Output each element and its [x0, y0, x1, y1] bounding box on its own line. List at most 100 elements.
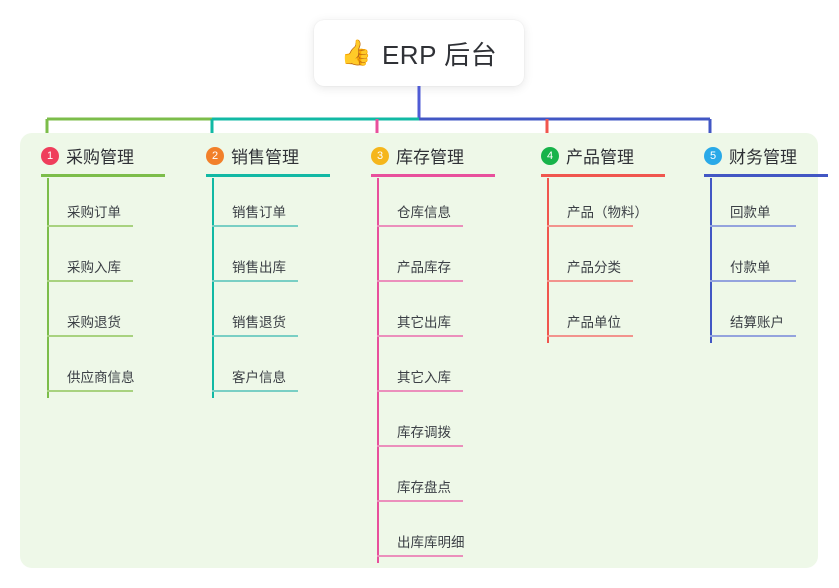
module-column-1: 1 采购管理采购订单采购入库采购退货供应商信息: [20, 133, 185, 398]
module-item[interactable]: 库存盘点: [350, 453, 515, 508]
module-header-2[interactable]: 2 销售管理: [185, 133, 350, 178]
module-title: 产品管理: [566, 148, 634, 167]
module-item-label: 销售退货: [232, 315, 286, 330]
module-item-underline: [212, 390, 298, 392]
module-item[interactable]: 采购订单: [20, 178, 185, 233]
module-spine: [47, 178, 49, 398]
module-item[interactable]: 其它出库: [350, 288, 515, 343]
module-item[interactable]: 采购入库: [20, 233, 185, 288]
module-item[interactable]: 结算账户: [683, 288, 839, 343]
module-item-underline: [377, 280, 463, 282]
module-item-label: 供应商信息: [67, 370, 135, 385]
module-item-underline: [710, 335, 796, 337]
module-item-underline: [377, 445, 463, 447]
module-item-underline: [47, 225, 133, 227]
module-item-underline: [212, 335, 298, 337]
module-items: 仓库信息产品库存其它出库其它入库库存调拨库存盘点出库库明细: [350, 178, 515, 563]
module-item-label: 采购退货: [67, 315, 121, 330]
module-item-underline: [547, 280, 633, 282]
module-items: 采购订单采购入库采购退货供应商信息: [20, 178, 185, 398]
module-column-5: 5 财务管理回款单付款单结算账户: [683, 133, 839, 343]
module-item-label: 仓库信息: [397, 205, 451, 220]
module-item-underline: [377, 555, 463, 557]
module-item-label: 库存盘点: [397, 480, 451, 495]
module-underline: [206, 174, 330, 177]
module-item[interactable]: 销售出库: [185, 233, 350, 288]
module-item-underline: [212, 225, 298, 227]
module-item[interactable]: 供应商信息: [20, 343, 185, 398]
module-items: 产品（物料） 产品分类产品单位: [520, 178, 685, 343]
module-item[interactable]: 其它入库: [350, 343, 515, 398]
module-item-label: 付款单: [730, 260, 771, 275]
module-header-3[interactable]: 3 库存管理: [350, 133, 515, 178]
module-item-underline: [47, 335, 133, 337]
module-item-underline: [377, 390, 463, 392]
module-item[interactable]: 产品（物料）: [520, 178, 685, 233]
module-title: 库存管理: [396, 148, 464, 167]
module-item-label: 产品（物料）: [567, 205, 648, 220]
module-item-label: 产品单位: [567, 315, 621, 330]
module-item[interactable]: 出库库明细: [350, 508, 515, 563]
module-item[interactable]: 采购退货: [20, 288, 185, 343]
module-item-label: 其它入库: [397, 370, 451, 385]
root-node-title: ERP 后台: [381, 39, 498, 70]
module-number-badge: 4: [541, 146, 559, 165]
module-item[interactable]: 付款单: [683, 233, 839, 288]
module-item-underline: [710, 280, 796, 282]
module-header-1[interactable]: 1 采购管理: [20, 133, 185, 178]
module-underline: [541, 174, 665, 177]
module-spine: [212, 178, 214, 398]
module-column-3: 3 库存管理仓库信息产品库存其它出库其它入库库存调拨库存盘点出库库明细: [350, 133, 515, 563]
module-spine: [377, 178, 379, 563]
module-items: 回款单付款单结算账户: [683, 178, 839, 343]
module-item[interactable]: 销售退货: [185, 288, 350, 343]
module-number-badge: 5: [704, 146, 722, 165]
module-item-label: 采购入库: [67, 260, 121, 275]
module-header-4[interactable]: 4 产品管理: [520, 133, 685, 178]
root-node-erp-backend[interactable]: 👍 ERP 后台: [314, 20, 524, 86]
module-item-underline: [47, 280, 133, 282]
module-item[interactable]: 回款单: [683, 178, 839, 233]
module-number-badge: 2: [206, 146, 224, 165]
module-item-label: 结算账户: [730, 315, 784, 330]
module-item-underline: [710, 225, 796, 227]
module-item[interactable]: 仓库信息: [350, 178, 515, 233]
module-item-label: 采购订单: [67, 205, 121, 220]
module-title: 销售管理: [231, 148, 299, 167]
module-item-underline: [547, 225, 633, 227]
module-item[interactable]: 库存调拨: [350, 398, 515, 453]
module-item-label: 库存调拨: [397, 425, 451, 440]
module-item-underline: [47, 390, 133, 392]
module-item-underline: [377, 335, 463, 337]
module-item-underline: [377, 500, 463, 502]
module-underline: [41, 174, 165, 177]
module-title: 采购管理: [66, 148, 134, 167]
module-header-5[interactable]: 5 财务管理: [683, 133, 839, 178]
module-items: 销售订单销售出库销售退货客户信息: [185, 178, 350, 398]
module-item-label: 其它出库: [397, 315, 451, 330]
modules-panel: [20, 133, 818, 568]
module-item[interactable]: 产品库存: [350, 233, 515, 288]
module-spine: [710, 178, 712, 343]
module-item[interactable]: 产品单位: [520, 288, 685, 343]
module-number-badge: 3: [371, 146, 389, 165]
module-number-badge: 1: [41, 146, 59, 165]
module-item[interactable]: 销售订单: [185, 178, 350, 233]
module-item[interactable]: 产品分类: [520, 233, 685, 288]
module-item-underline: [377, 225, 463, 227]
module-item-label: 产品库存: [397, 260, 451, 275]
module-columns: 1 采购管理采购订单采购入库采购退货供应商信息 2 销售管理销售订单销售出库销售退货客…: [20, 133, 828, 568]
module-column-4: 4 产品管理产品（物料） 产品分类产品单位: [520, 133, 685, 343]
module-underline: [371, 174, 495, 177]
module-item-label: 产品分类: [567, 260, 621, 275]
module-item-label: 销售出库: [232, 260, 286, 275]
module-title: 财务管理: [729, 148, 797, 167]
module-spine: [547, 178, 549, 343]
module-item-underline: [212, 280, 298, 282]
module-item-label: 销售订单: [232, 205, 286, 220]
module-item-underline: [547, 335, 633, 337]
module-underline: [704, 174, 828, 177]
module-item[interactable]: 客户信息: [185, 343, 350, 398]
thumbs-up-icon: 👍: [340, 38, 372, 67]
